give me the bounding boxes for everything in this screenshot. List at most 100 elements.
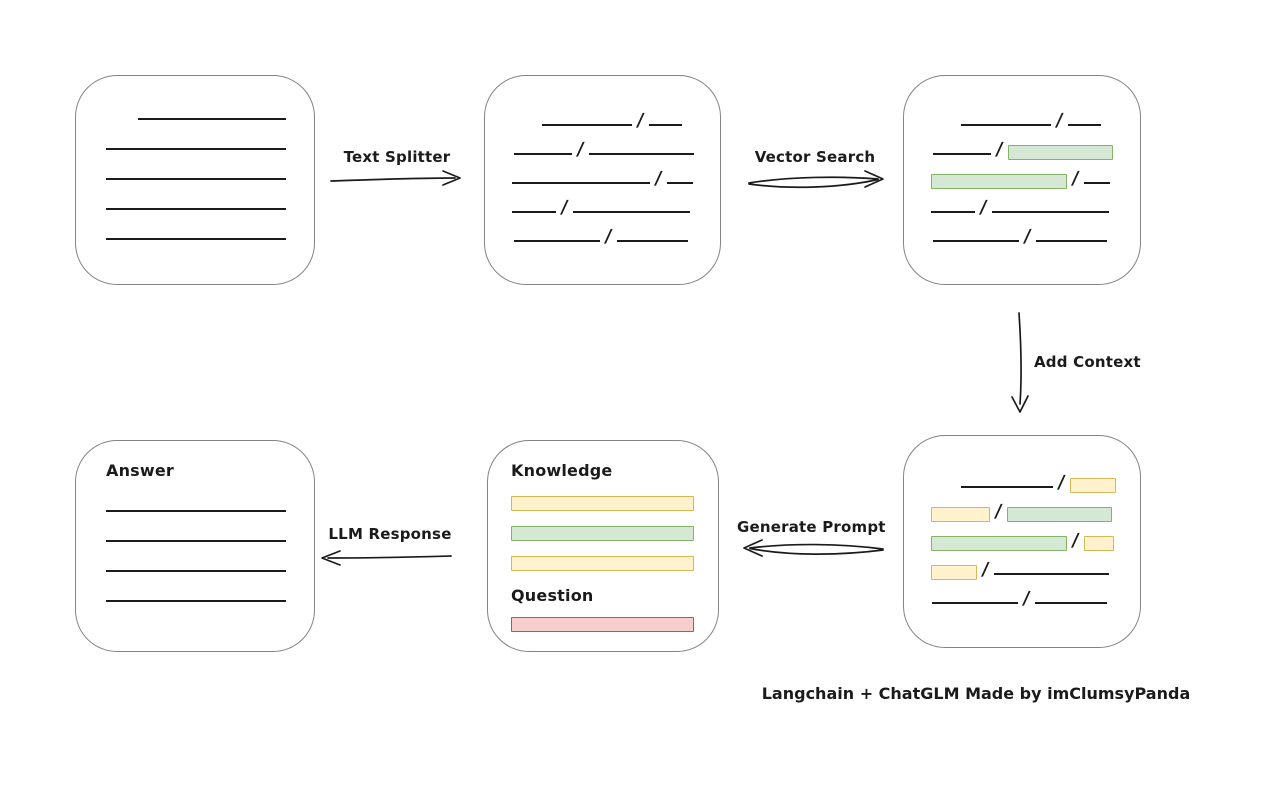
question-label: Question <box>511 586 594 605</box>
text-line <box>106 600 286 602</box>
context-chunk-lines: / / / / / <box>904 436 1140 609</box>
document-box <box>75 75 315 285</box>
slash-separator: / <box>635 110 646 131</box>
slash-separator: / <box>603 226 614 247</box>
chunk-row: / <box>904 548 1140 580</box>
text-line <box>961 486 1053 488</box>
text-line <box>512 182 650 184</box>
vector-search-results-box: / / / / / <box>903 75 1141 285</box>
slash-separator: / <box>994 139 1005 160</box>
document-lines <box>76 76 314 242</box>
yellow-highlight-bar <box>1083 536 1114 551</box>
chunk-row: / <box>904 186 1140 218</box>
chunk-row <box>106 544 314 574</box>
text-line <box>588 153 694 155</box>
green-highlight-bar <box>511 525 694 541</box>
chunk-row <box>511 548 695 578</box>
text-line <box>138 118 286 120</box>
yellow-highlight-bar <box>931 565 977 580</box>
yellow-highlight-bar <box>511 495 694 511</box>
text-line <box>106 510 286 512</box>
add-context-label: Add Context <box>1034 353 1141 371</box>
chunk-row <box>76 92 314 122</box>
slash-separator: / <box>1022 226 1033 247</box>
chunk-row <box>511 518 695 548</box>
knowledge-bars <box>511 488 695 578</box>
text-line <box>512 211 556 213</box>
chunk-row <box>511 609 695 639</box>
chunk-row <box>106 574 314 604</box>
chunk-row <box>106 484 314 514</box>
text-line <box>932 602 1018 604</box>
text-line <box>616 240 688 242</box>
text-line <box>542 124 632 126</box>
text-line <box>1083 182 1110 184</box>
llm-response-label: LLM Response <box>328 525 452 543</box>
text-line <box>106 570 286 572</box>
text-line <box>106 238 286 240</box>
generate-prompt-label: Generate Prompt <box>737 518 886 536</box>
slash-separator: / <box>980 559 991 580</box>
chunk-row <box>76 152 314 182</box>
slash-separator: / <box>559 197 570 218</box>
text-splitter-label: Text Splitter <box>343 148 451 166</box>
slash-separator: / <box>1070 530 1081 551</box>
chunk-row: / <box>904 519 1140 551</box>
text-line <box>106 178 286 180</box>
text-line <box>933 153 991 155</box>
text-line <box>933 240 1019 242</box>
text-line <box>961 124 1051 126</box>
text-line <box>106 208 286 210</box>
text-line <box>572 211 690 213</box>
chunk-row <box>511 488 695 518</box>
vector-search-label: Vector Search <box>754 148 876 166</box>
vector-search-arrow <box>748 170 884 189</box>
split-chunks-box: ///// <box>484 75 721 285</box>
chunk-row <box>76 182 314 212</box>
chunk-row: / <box>485 157 720 189</box>
red-highlight-bar <box>511 616 694 632</box>
chunk-row: / <box>485 128 720 160</box>
slash-separator: / <box>1021 588 1032 609</box>
answer-label: Answer <box>106 461 175 480</box>
chunk-row: / <box>485 99 720 131</box>
vector-result-lines: / / / / / <box>904 76 1140 247</box>
chunk-row: / <box>485 186 720 218</box>
green-highlight-bar <box>931 174 1067 189</box>
text-line <box>993 573 1109 575</box>
answer-box: Answer <box>75 440 315 652</box>
text-line <box>1067 124 1101 126</box>
question-bar <box>511 609 695 639</box>
chunk-lines: ///// <box>485 76 720 247</box>
llm-response-arrow <box>321 550 452 566</box>
slash-separator: / <box>653 168 664 189</box>
chunk-row: / <box>904 577 1140 609</box>
add-context-arrow <box>1011 312 1029 413</box>
generate-prompt-arrow <box>743 539 884 557</box>
chunk-row: / <box>485 215 720 247</box>
text-splitter-arrow <box>330 170 461 186</box>
text-line <box>514 240 600 242</box>
green-highlight-bar <box>1006 507 1112 522</box>
context-chunks-box: / / / / / <box>903 435 1141 648</box>
slash-separator: / <box>1054 110 1065 131</box>
chunk-row: / <box>904 215 1140 247</box>
slash-separator: / <box>1056 472 1067 493</box>
knowledge-label: Knowledge <box>511 461 613 480</box>
yellow-highlight-bar <box>1069 478 1116 493</box>
text-line <box>106 148 286 150</box>
slash-separator: / <box>978 197 989 218</box>
slash-separator: / <box>1070 168 1081 189</box>
chunk-row: / <box>904 461 1140 493</box>
text-line <box>991 211 1109 213</box>
credit-caption: Langchain + ChatGLM Made by imClumsyPand… <box>761 684 1191 703</box>
chunk-row <box>76 122 314 152</box>
chunk-row: / <box>904 157 1140 189</box>
chunk-row: / <box>904 490 1140 522</box>
chunk-row: / <box>904 99 1140 131</box>
text-line <box>648 124 682 126</box>
slash-separator: / <box>993 501 1004 522</box>
text-line <box>106 540 286 542</box>
chunk-row <box>76 212 314 242</box>
